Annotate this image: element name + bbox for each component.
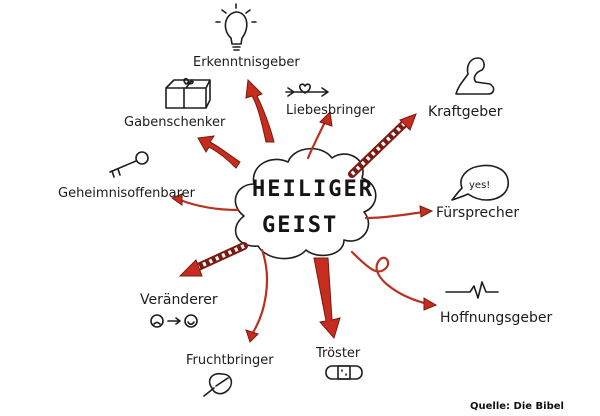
heart-arrow-icon — [285, 83, 329, 97]
center-cloud: HEILIGER GEIST — [234, 147, 377, 260]
label-gabenschenker: Gabenschenker — [124, 115, 226, 130]
lightbulb-icon — [215, 3, 257, 51]
key-icon — [109, 151, 149, 178]
label-fuersprecher: Fürsprecher — [436, 205, 519, 221]
label-hoffnungsgeber: Hoffnungsgeber — [440, 310, 553, 326]
label-liebesbringer: Liebesbringer — [286, 103, 376, 118]
label-fruchtbringer: Fruchtbringer — [186, 353, 274, 368]
label-geheimnisoffenbarer: Geheimnisoffenbarer — [58, 186, 196, 201]
arrow-erkenntnisgeber — [245, 78, 275, 143]
gift-icon — [165, 77, 211, 109]
label-erkenntnisgeber: Erkenntnisgeber — [193, 55, 300, 70]
flexed-arm-icon — [455, 57, 495, 95]
arrow-geheimnisoffenbarer — [170, 193, 240, 212]
arrow-hoffnungsgeber — [350, 250, 438, 311]
arrow-fruchtbringer — [245, 248, 268, 343]
speech-bubble-text: yes! — [469, 180, 490, 191]
label-kraftgeber: Kraftgeber — [428, 104, 503, 120]
heartbeat-line-icon — [445, 281, 499, 299]
label-troester: Tröster — [315, 346, 361, 361]
arrow-fuersprecher — [364, 205, 434, 220]
mood-change-icon — [150, 314, 198, 328]
bandage-icon — [325, 365, 363, 380]
arrow-troester — [313, 257, 341, 340]
center-title-line1: HEILIGER — [252, 177, 374, 202]
source-credit: Quelle: Die Bibel — [470, 401, 564, 412]
arrow-veraenderer — [178, 242, 248, 277]
leaf-icon — [203, 372, 233, 397]
arrow-kraftgeber — [348, 113, 417, 178]
label-veraenderer: Veränderer — [140, 292, 218, 308]
center-title-line2: GEIST — [262, 213, 338, 238]
speech-bubble-icon: yes! — [451, 164, 510, 201]
arrow-liebesbringer — [306, 110, 333, 160]
arrow-gabenschenker — [197, 135, 241, 169]
